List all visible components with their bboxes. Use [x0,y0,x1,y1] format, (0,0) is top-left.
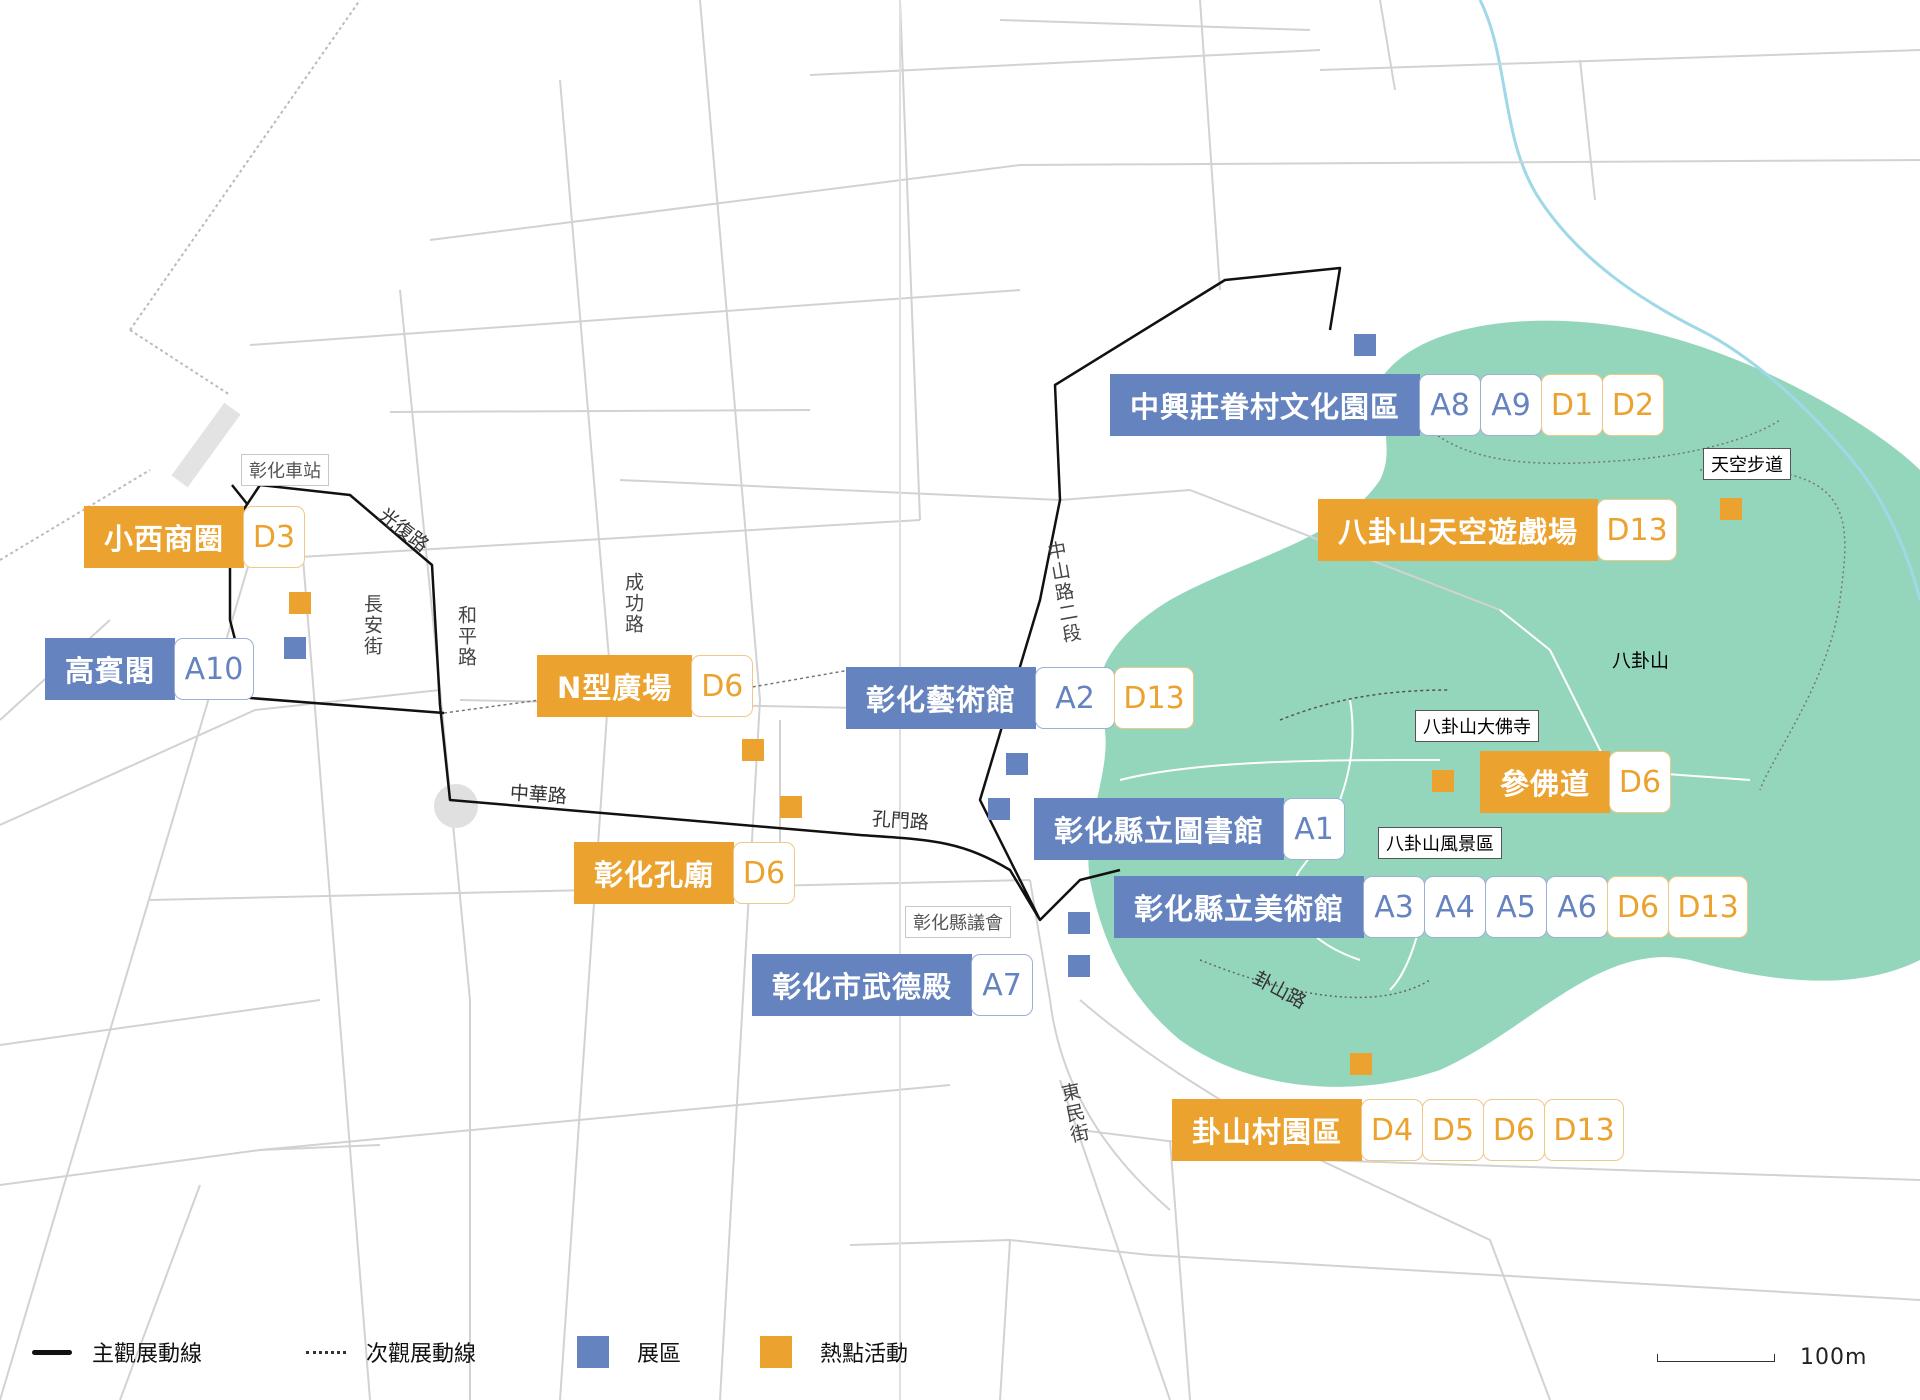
code-chip-d13[interactable]: D13 [1544,1099,1625,1161]
venue-confucius-temple[interactable]: 彰化孔廟 D6 [574,842,796,904]
code-chip-a2[interactable]: A2 [1035,667,1116,729]
venue-name: 高賓閣 [45,638,176,700]
code-chip-d2[interactable]: D2 [1602,374,1665,436]
road-label-changan: 長安街 [361,594,383,657]
venue-codes: D13 [1597,499,1678,561]
skywalk-label: 天空步道 [1703,448,1791,480]
code-chip-d13[interactable]: D13 [1114,667,1195,729]
main-route-line [228,266,1342,922]
scale-bar [1657,1354,1775,1362]
event-markers [289,498,1742,1075]
venue-sky-playground[interactable]: 八卦山天空遊戲場 D13 [1318,499,1678,561]
station-platform [171,402,241,488]
venue-n-plaza[interactable]: N型廣場 D6 [537,655,754,717]
secondary-route-line [443,669,851,714]
venue-codes: D6 [691,655,754,717]
exhibit-markers [284,334,1376,977]
legend-event-label: 熱點活動 [820,1342,909,1367]
code-chip-d4[interactable]: D4 [1361,1099,1424,1161]
station-label: 彰化車站 [241,454,329,486]
road-label-dongmin: 東民街 [1056,1080,1092,1147]
venue-codes: A10 [174,638,255,700]
scenic-area-label: 八卦山風景區 [1378,827,1502,859]
venue-name: 彰化孔廟 [574,842,735,904]
code-chip-a1[interactable]: A1 [1283,798,1346,860]
roundabout [434,784,478,828]
code-chip-d6[interactable]: D6 [1483,1099,1546,1161]
exhibit-swatch [577,1336,609,1368]
secondary-route-swatch [306,1350,346,1354]
code-chip-d5[interactable]: D5 [1422,1099,1485,1161]
venue-name: N型廣場 [537,655,693,717]
venue-codes: A7 [971,954,1034,1016]
code-chip-d6[interactable]: D6 [733,842,796,904]
venue-xiaoxi[interactable]: 小西商圈 D3 [84,506,306,568]
road-label-guashan: 卦山路 [1249,967,1310,1014]
venue-name: 小西商圈 [84,506,245,568]
venue-codes: D3 [243,506,306,568]
code-chip-a5[interactable]: A5 [1485,876,1548,938]
scale-label: 100m [1800,1345,1868,1370]
code-chip-d3[interactable]: D3 [243,506,306,568]
road-label-guangfu: 光復路 [374,504,433,557]
road-label-chenggong: 成功路 [622,572,644,635]
main-route-swatch [32,1349,72,1355]
code-chip-d1[interactable]: D1 [1541,374,1604,436]
venue-name: 卦山村園區 [1172,1099,1363,1161]
legend-main-route: 主觀展動線 [32,1336,202,1368]
code-chip-d13[interactable]: D13 [1668,876,1749,938]
venue-name: 彰化市武德殿 [752,954,973,1016]
road-label-zhonghua: 中華路 [509,782,568,808]
river [1478,0,1920,601]
code-chip-d6[interactable]: D6 [1607,876,1670,938]
legend-exhibit-label: 展區 [637,1342,682,1367]
road-label-heping: 和平路 [455,605,477,668]
road-label-kongmen: 孔門路 [871,808,930,834]
venue-wude-hall[interactable]: 彰化市武德殿 A7 [752,954,1034,1016]
code-chip-a7[interactable]: A7 [971,954,1034,1016]
venue-county-library[interactable]: 彰化縣立圖書館 A1 [1034,798,1346,860]
venue-name: 彰化縣立美術館 [1114,876,1365,938]
venue-codes: D6 [1609,751,1672,813]
venue-name: 參佛道 [1480,751,1611,813]
code-chip-a4[interactable]: A4 [1424,876,1487,938]
code-chip-d6[interactable]: D6 [691,655,754,717]
venue-codes: A1 [1283,798,1346,860]
venue-codes: D6 [733,842,796,904]
council-label: 彰化縣議會 [905,906,1011,938]
venue-name: 中興莊眷村文化園區 [1110,374,1421,436]
code-chip-d13[interactable]: D13 [1597,499,1678,561]
road-label-zhongshan2: 中山路二段 [1043,538,1083,647]
great-buddha-label: 八卦山大佛寺 [1415,710,1539,742]
code-chip-d6[interactable]: D6 [1609,751,1672,813]
code-chip-a6[interactable]: A6 [1546,876,1609,938]
legend-exhibit: 展區 [577,1336,681,1368]
legend-event: 熱點活動 [760,1336,908,1368]
legend-main-route-label: 主觀展動線 [92,1342,203,1367]
legend-secondary-route: 次觀展動線 [306,1336,476,1368]
code-chip-a10[interactable]: A10 [174,638,255,700]
code-chip-a3[interactable]: A3 [1363,876,1426,938]
venue-name: 彰化藝術館 [846,667,1037,729]
event-swatch [760,1336,792,1368]
venue-gaobinge[interactable]: 高賓閣 A10 [45,638,255,700]
legend-secondary-route-label: 次觀展動線 [366,1342,477,1367]
venue-buddha-path[interactable]: 參佛道 D6 [1480,751,1672,813]
venue-name: 彰化縣立圖書館 [1034,798,1285,860]
venue-name: 八卦山天空遊戲場 [1318,499,1599,561]
code-chip-a9[interactable]: A9 [1480,374,1543,436]
baguashan-label: 八卦山 [1612,650,1670,672]
code-chip-a8[interactable]: A8 [1419,374,1482,436]
